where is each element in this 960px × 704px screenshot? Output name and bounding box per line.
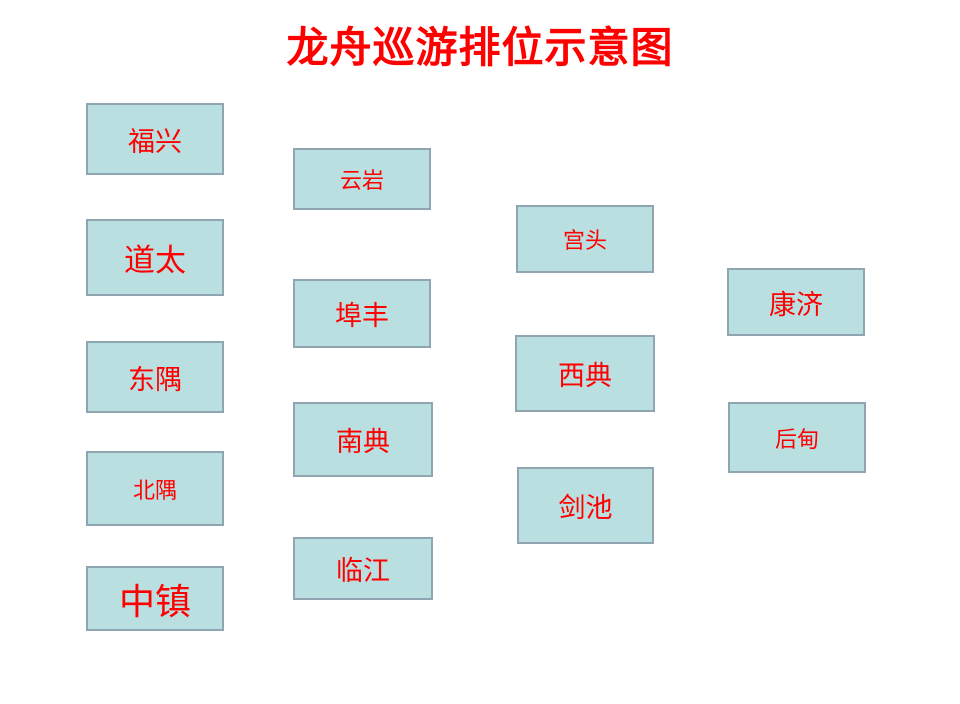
position-box: 康济	[727, 268, 865, 336]
position-box: 北隅	[86, 451, 224, 526]
position-box: 道太	[86, 219, 224, 296]
position-box: 中镇	[86, 566, 224, 631]
position-box: 宫头	[516, 205, 654, 273]
position-box: 剑池	[517, 467, 654, 544]
position-box: 南典	[293, 402, 433, 477]
page-title: 龙舟巡游排位示意图	[286, 23, 674, 72]
position-box: 福兴	[86, 103, 224, 175]
position-box: 埠丰	[293, 279, 431, 348]
position-box: 东隅	[86, 341, 224, 413]
position-box: 西典	[515, 335, 655, 412]
position-box: 后甸	[728, 402, 866, 473]
position-box: 云岩	[293, 148, 431, 210]
position-box: 临江	[293, 537, 433, 600]
